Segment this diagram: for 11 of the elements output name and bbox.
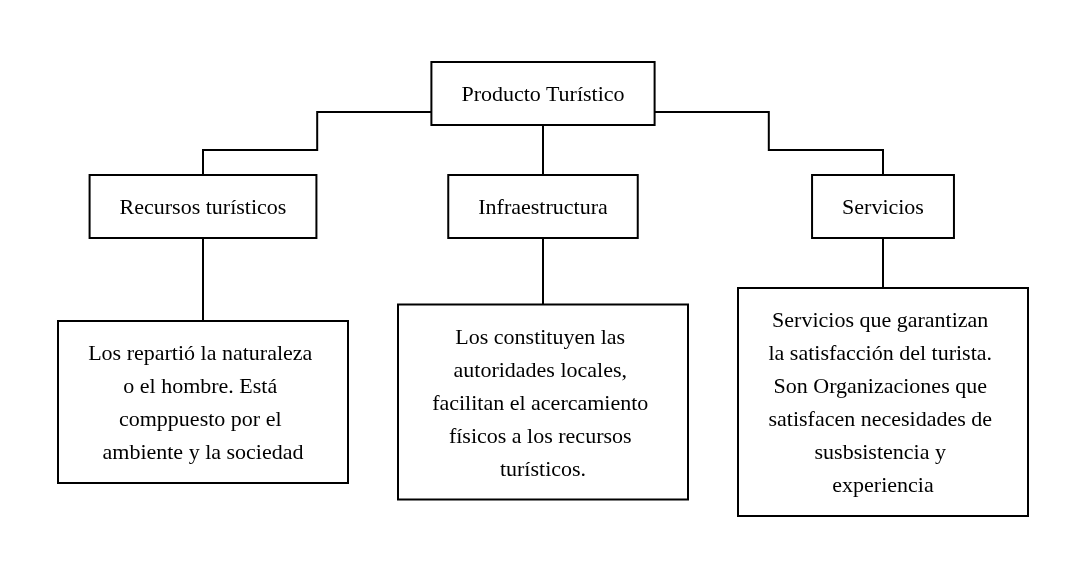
node-box: Servicios que garantizan la satisfacción del turista. Son Organizaciones que satisfacen necesidades de susbsistencia y experiencia <box>737 286 1029 517</box>
node-box: Los repartió la naturaleza o el hombre. Está comppuesto por el ambiente y la sociedad <box>57 319 349 484</box>
node-box: Recursos turísticos <box>88 173 318 239</box>
connector <box>542 123 544 176</box>
connector <box>882 236 884 289</box>
node-box: Servicios <box>811 173 955 239</box>
node-box: Los constituyen las autoridades locales, facilitan el acercamiento físicos a los recursos turísticos. <box>397 303 689 500</box>
connector <box>542 236 544 305</box>
connector <box>202 236 204 322</box>
node-box: Infraestructura <box>447 173 639 239</box>
node-box: Producto Turístico <box>430 60 656 126</box>
